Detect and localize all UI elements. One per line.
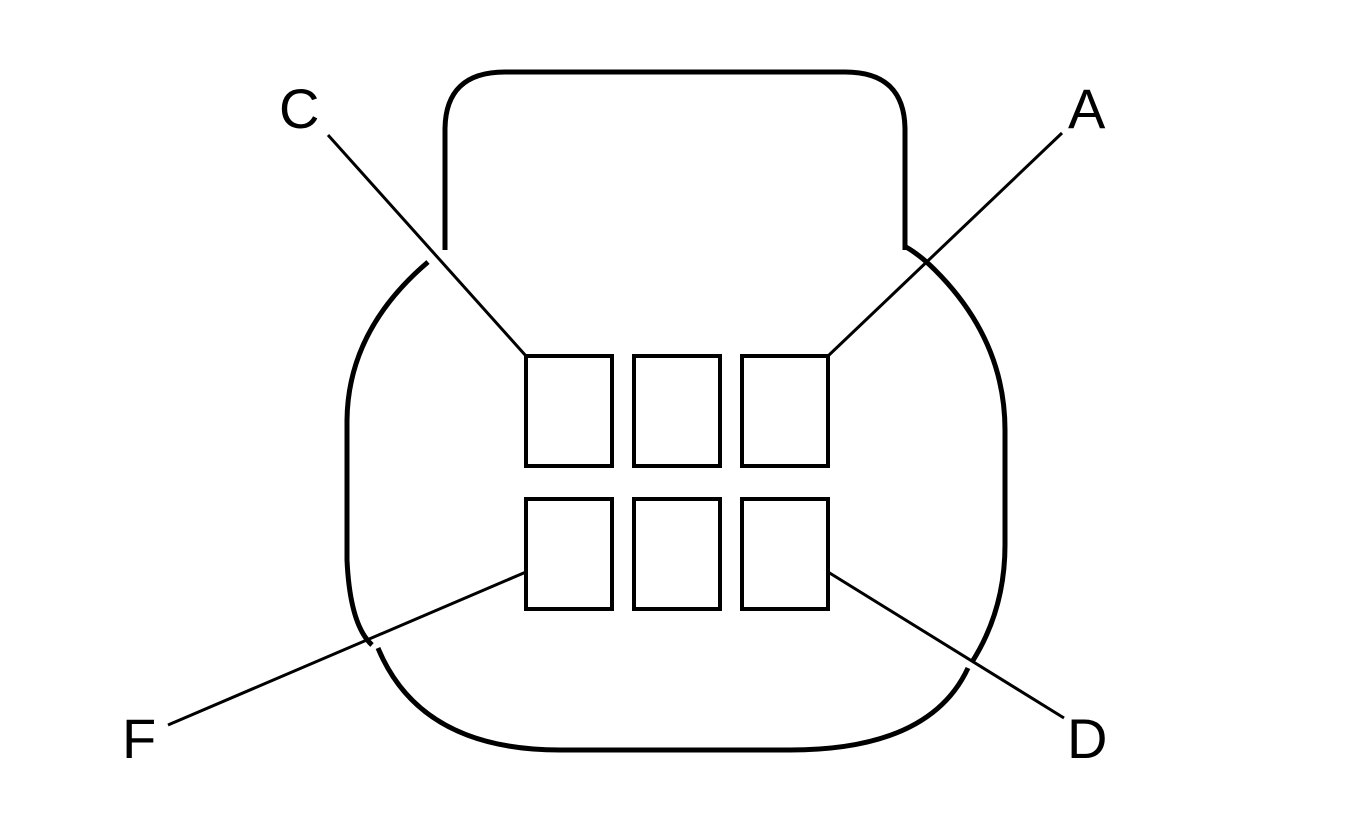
leader-line-d <box>827 570 1065 720</box>
terminal-cavity-a <box>740 354 830 468</box>
terminal-cavity-c <box>524 354 614 468</box>
connector-body-bottom-outline <box>375 647 971 753</box>
connector-body-left-outline <box>344 260 430 647</box>
leader-line-f <box>167 570 527 727</box>
terminal-cavity-d <box>740 497 830 611</box>
terminal-cavity-b <box>632 354 722 468</box>
pin-label-f: F <box>122 707 156 770</box>
terminal-cavity-e <box>632 497 722 611</box>
pin-label-d: D <box>1067 707 1107 770</box>
pin-label-c: C <box>279 77 319 140</box>
connector-body-right-outline <box>904 244 1008 664</box>
terminal-cavity-f <box>524 497 614 611</box>
leader-line-a <box>826 131 1064 358</box>
pin-label-a: A <box>1068 77 1106 140</box>
leader-line-c <box>326 133 528 358</box>
connector-latch-outline <box>442 69 908 250</box>
